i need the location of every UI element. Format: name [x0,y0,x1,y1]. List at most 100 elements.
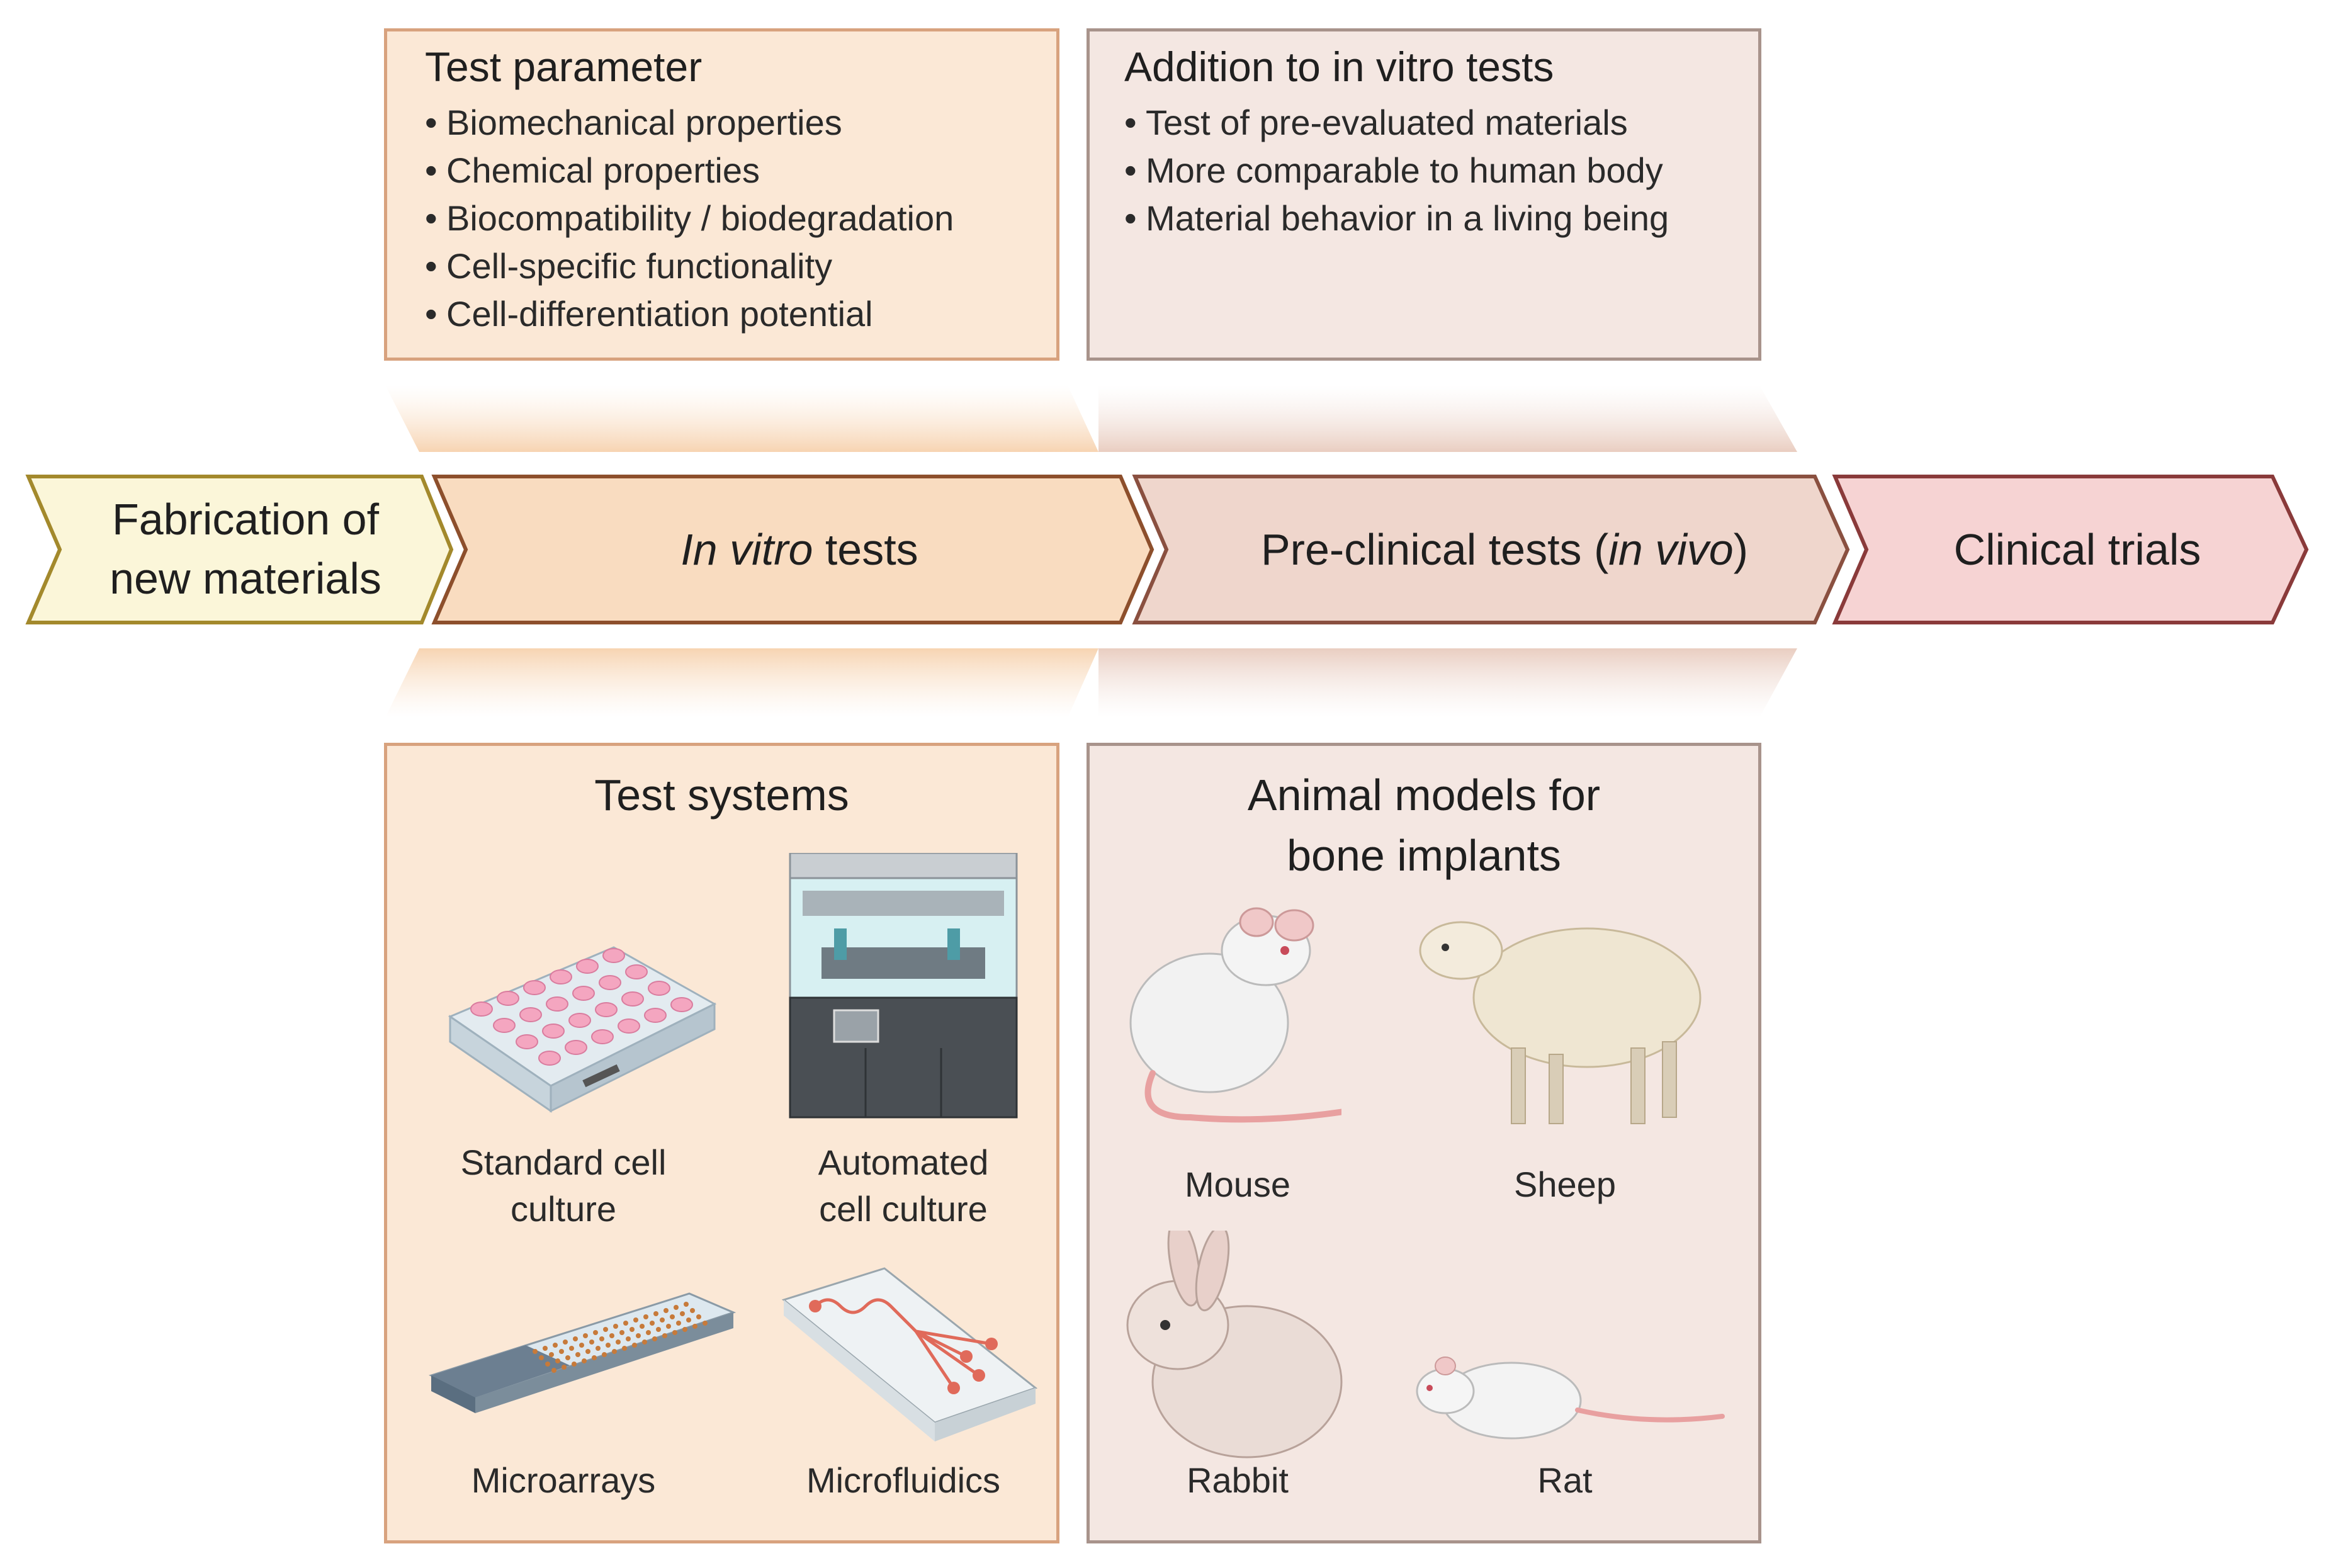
well [565,1040,587,1055]
array-spot [662,1333,667,1338]
microfluidic-chip-icon [781,1267,1038,1441]
well [618,1018,640,1034]
well [519,1007,542,1022]
step-label-preclinical: Pre-clinical tests (in vivo) [1260,525,1749,574]
array-spot [619,1330,624,1335]
array-spot [666,1324,671,1329]
band-top-invivo [1098,385,1797,452]
well [497,991,519,1006]
test-parameter-item: Chemical properties [425,150,760,191]
array-spot [583,1333,588,1338]
well [523,980,546,995]
band-bottom-invitro [385,648,1098,718]
array-spot [582,1358,587,1363]
addition-in-vitro-title: Addition to in vitro tests [1124,43,1554,90]
array-spot [643,1314,648,1319]
test-systems-title: Test systems [594,770,849,820]
array-spot [593,1330,598,1335]
array-spot [553,1343,558,1348]
array-spot [663,1308,669,1313]
well [546,996,568,1012]
caption-microarrays: Microarrays [471,1460,656,1500]
well [648,981,670,996]
array-spot [579,1343,584,1348]
array-spot [602,1352,607,1357]
caption-sheep: Sheep [1514,1165,1616,1204]
array-spot [626,1336,631,1341]
caption-automated-cell-culture: Automated cell culture [818,1142,989,1229]
array-spot [674,1305,679,1310]
array-spot [670,1314,675,1319]
animal-models-box: Animal models for bone implants Mouse Sh… [1087,743,1761,1543]
step-label-fabrication: Fabrication of new materials [110,495,381,603]
array-spot [640,1324,645,1329]
array-spot [629,1327,635,1332]
array-spot [653,1311,658,1316]
well [576,959,599,974]
array-spot [563,1340,568,1345]
well [625,964,648,979]
well [542,1024,565,1039]
array-spot [680,1311,685,1316]
array-spot [632,1343,637,1348]
array-spot [696,1314,701,1319]
array-spot [533,1349,538,1354]
array-spot [569,1346,574,1351]
array-spot [606,1343,611,1348]
rabbit-icon [1126,1231,1343,1458]
well [550,969,572,984]
array-spot [559,1349,564,1354]
array-spot [551,1368,556,1373]
array-spot [612,1349,617,1354]
well [670,997,693,1012]
caption-mouse: Mouse [1184,1165,1291,1204]
automated-culture-machine-icon [789,853,1018,1119]
array-spot [622,1346,627,1351]
array-spot [642,1340,647,1345]
addition-in-vitro-item: Material behavior in a living being [1124,198,1669,239]
well [602,948,625,963]
array-spot [682,1327,687,1332]
well [470,1001,493,1017]
array-spot [613,1324,618,1329]
well [591,1029,614,1044]
array-spot [562,1365,567,1370]
well [516,1034,538,1049]
array-spot [549,1352,554,1357]
array-spot [660,1317,665,1323]
sheep-icon [1419,921,1702,1124]
addition-in-vitro-item: Test of pre-evaluated materials [1124,102,1628,143]
array-spot [656,1327,661,1332]
test-parameter-item: Biocompatibility / biodegradation [425,198,954,239]
array-spot [585,1349,590,1354]
array-spot [652,1336,657,1341]
test-parameter-box: Test parameter Biomechanical properties … [384,28,1059,361]
array-spot [703,1321,708,1326]
array-spot [543,1346,548,1351]
array-spot [565,1355,570,1360]
well [595,1002,618,1017]
step-arrow-clinical [1832,475,2309,624]
step-label-invitro: In vitro tests [680,525,918,574]
array-spot [573,1336,578,1341]
array-spot [676,1321,681,1326]
array-spot [692,1324,697,1329]
caption-standard-cell-culture: Standard cell culture [460,1142,667,1229]
well [493,1018,516,1033]
array-spot [572,1362,577,1367]
test-parameter-title: Test parameter [425,43,703,90]
step-arrow-preclinical [1132,475,1850,624]
rat-icon [1416,1356,1725,1440]
array-spot [596,1346,601,1351]
step-label-clinical: Clinical trials [1953,525,2201,574]
array-spot [623,1321,628,1326]
band-top-invitro [385,385,1098,452]
array-spot [684,1302,689,1307]
array-spot [690,1308,695,1313]
well [538,1051,561,1066]
addition-in-vitro-box: Addition to in vitro tests Test of pre-e… [1087,28,1761,361]
addition-in-vitro-item: More comparable to human body [1124,150,1663,191]
